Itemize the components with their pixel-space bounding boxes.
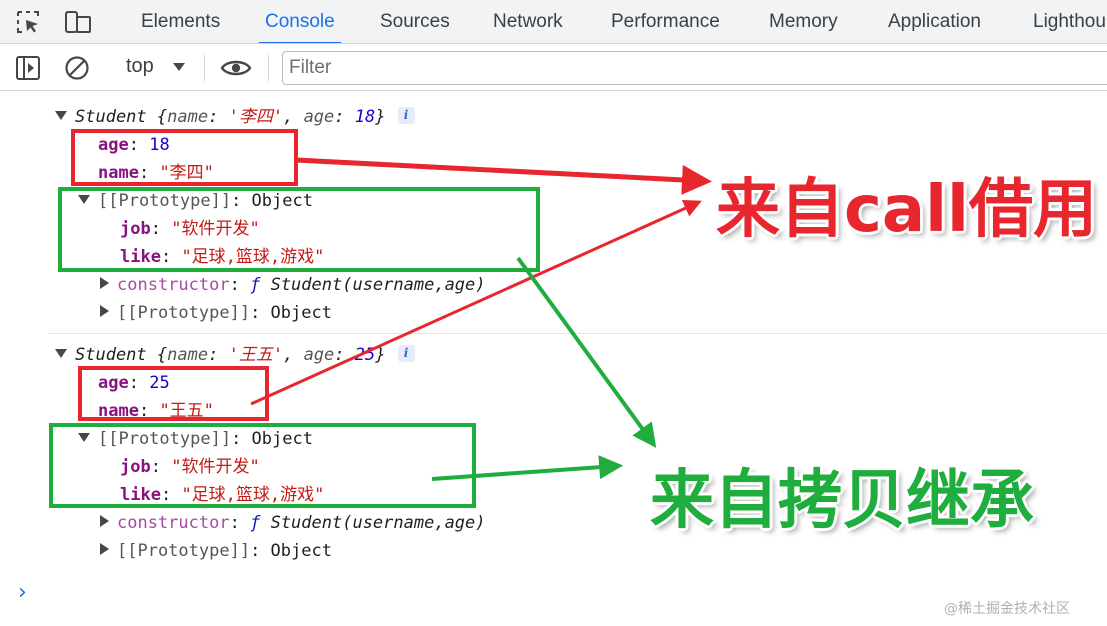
property-row: like: "足球,篮球,游戏" [120,247,325,267]
tab-memory[interactable]: Memory [769,11,838,32]
green-arrow-1 [516,256,657,448]
info-icon[interactable]: i [397,106,415,124]
devtools-tab-bar: Elements Console Sources Network Perform… [0,0,1107,44]
info-icon[interactable]: i [397,344,415,362]
filter-input[interactable] [282,51,1107,85]
clear-console-icon[interactable] [63,54,91,82]
tab-console[interactable]: Console [259,0,341,43]
toolbar-divider [268,55,269,81]
sidebar-toggle-icon[interactable] [14,54,42,82]
object-header-1[interactable]: Student {name: '李四', age: 18}i [55,103,415,131]
collapse-arrow-icon[interactable] [100,543,109,555]
expand-arrow-icon[interactable] [78,432,90,442]
nested-prototype-row[interactable]: [[Prototype]]: Object [100,299,332,327]
tab-elements[interactable]: Elements [141,11,221,32]
tab-sources[interactable]: Sources [380,11,450,32]
constructor-row[interactable]: constructor: ƒ Student(username,age) [100,271,486,299]
red-arrow-1 [295,157,712,195]
tab-lighthouse[interactable]: Lighthou [1033,11,1106,32]
dropdown-caret-icon[interactable] [171,59,187,75]
inspect-element-icon[interactable] [14,8,42,36]
constructor-row[interactable]: constructor: ƒ Student(username,age) [100,509,486,537]
property-row: job: "软件开发" [120,219,260,239]
collapse-arrow-icon[interactable] [100,305,109,317]
console-prompt[interactable]: › [18,580,27,605]
context-selector[interactable]: top [126,55,154,77]
call-borrow-label: 来自call借用 [716,173,1097,247]
tab-application[interactable]: Application [888,11,981,32]
expand-arrow-icon[interactable] [78,194,90,204]
device-toolbar-icon[interactable] [64,8,92,36]
property-row: name: "李四" [98,163,214,183]
toolbar-divider [204,55,205,81]
tab-performance[interactable]: Performance [611,11,720,32]
prototype-row[interactable]: [[Prototype]]: Object [78,187,313,215]
console-message-divider [48,333,1107,334]
object-header-2[interactable]: Student {name: '王五', age: 25}i [55,341,415,369]
property-row: job: "软件开发" [120,457,260,477]
property-row: age: 25 [98,373,170,393]
expand-arrow-icon[interactable] [55,348,67,358]
watermark: @稀土掘金技术社区 [944,601,1070,617]
property-row: name: "王五" [98,401,214,421]
property-row: age: 18 [98,135,170,155]
copy-inherit-label: 来自拷贝继承 [650,464,1034,538]
expand-arrow-icon[interactable] [55,110,67,120]
tab-network[interactable]: Network [493,11,563,32]
prototype-row[interactable]: [[Prototype]]: Object [78,425,313,453]
collapse-arrow-icon[interactable] [100,515,109,527]
collapse-arrow-icon[interactable] [100,277,109,289]
eye-icon[interactable] [219,55,253,81]
console-toolbar: top [0,45,1107,91]
green-arrow-2 [431,455,624,481]
nested-prototype-row[interactable]: [[Prototype]]: Object [100,537,332,565]
property-row: like: "足球,篮球,游戏" [120,485,325,505]
